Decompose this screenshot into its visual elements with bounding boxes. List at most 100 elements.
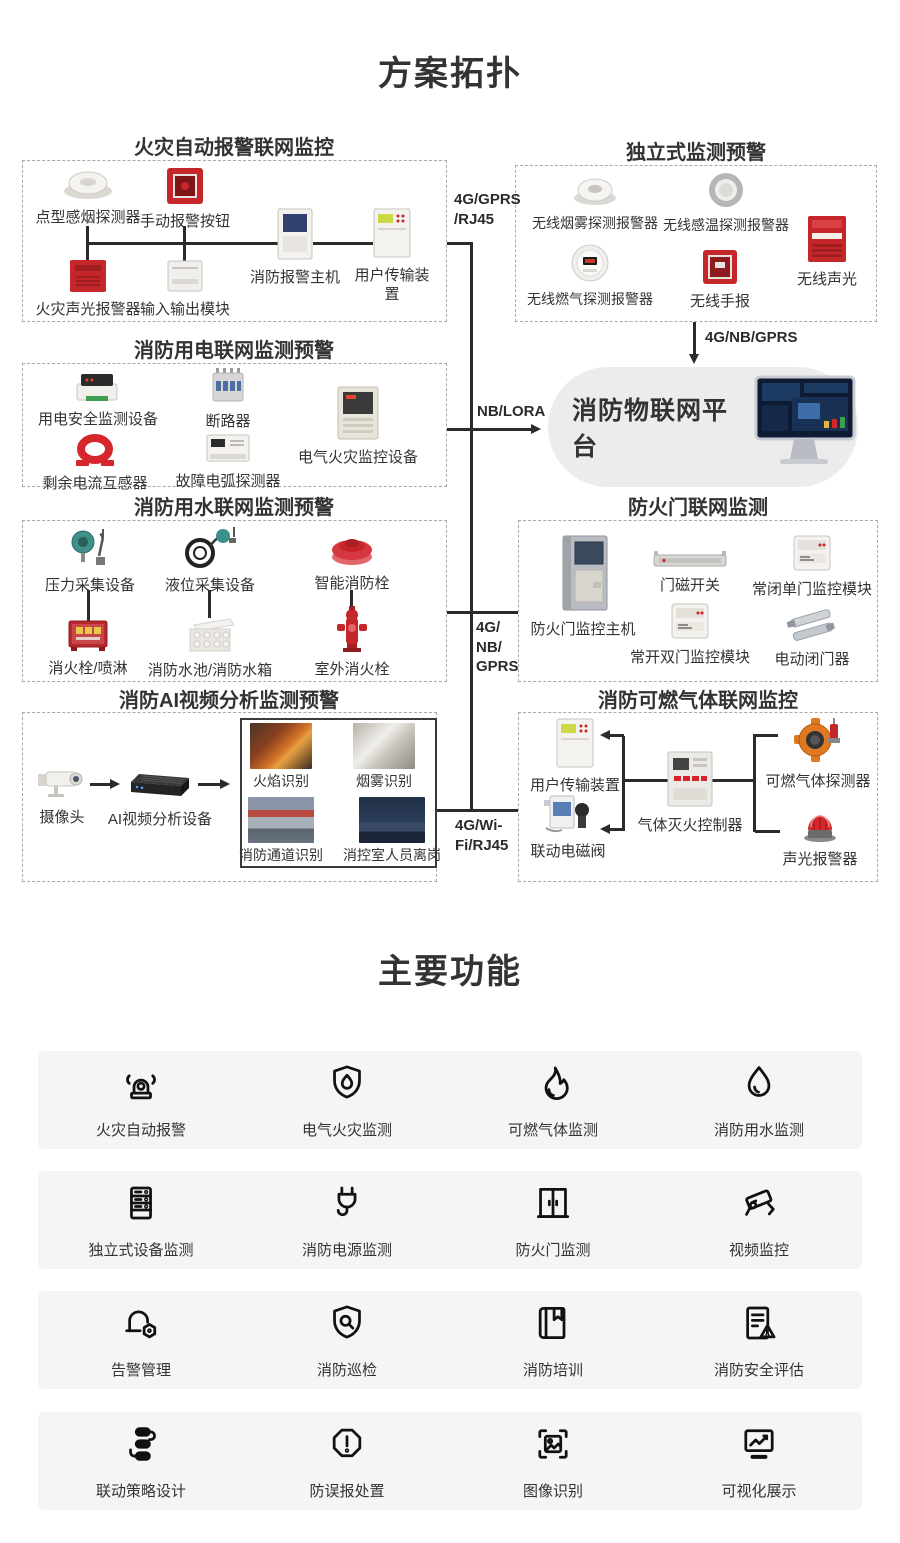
group-box-standalone (515, 165, 877, 322)
feature-false-alarm-handling: 防误报处置 (244, 1412, 450, 1510)
connector-line (624, 779, 668, 782)
feature-row-1: 火灾自动报警 电气火灾监测 可燃气体监测 消防用水监测 (38, 1051, 862, 1149)
device-single-door-module: 常闭单门监控模块 (747, 534, 877, 600)
connector-line (86, 226, 89, 262)
feature-power-monitor: 消防电源监测 (244, 1171, 450, 1269)
arrowhead (110, 779, 120, 789)
double-door-module-icon (669, 602, 711, 645)
device-wireless-sounder: 无线声光 (782, 216, 872, 290)
link-label-line: 4G/Wi- (455, 817, 503, 834)
wireless-manual-icon (703, 250, 737, 289)
device-wireless-heat: 无线感温探测报警器 (656, 172, 796, 235)
device-sound-light-alarm: 声光报警器 (765, 794, 875, 870)
connector-line (447, 428, 531, 431)
link-label-line: GPRS (476, 658, 519, 675)
arrowhead (689, 354, 699, 364)
connector-line (313, 242, 373, 245)
arrowhead (220, 779, 230, 789)
fire-door-host-icon (555, 534, 611, 617)
link-label-water: 4G/ NB/ GPRS (476, 618, 519, 677)
device-hydrant-sign: 消火栓/喷淋 (33, 620, 143, 679)
group-box-fire-door (518, 520, 878, 682)
feature-video-surveillance: 视频监控 (656, 1171, 862, 1269)
feature-water-monitor: 消防用水监测 (656, 1051, 862, 1149)
device-double-door-module: 常开双门监控模块 (625, 602, 755, 668)
water-drop-icon (737, 1061, 781, 1110)
features-section-title: 主要功能 (378, 953, 522, 991)
shield-search-icon (325, 1301, 369, 1350)
device-gas-user-transmission: 用户传输装置 (520, 718, 630, 796)
electric-door-closer-icon (785, 608, 839, 647)
device-power-monitor: 用电安全监测设备 (33, 372, 163, 430)
device-gas-detector: 可燃气体探测器 (758, 716, 878, 792)
fire-alarm-host-icon (277, 208, 313, 265)
pressure-collector-icon (67, 528, 113, 573)
device-user-transmission: 用户传输装置 (352, 208, 432, 305)
link-label-line: 4G/GPRS (454, 191, 521, 208)
sound-light-alarm-icon (800, 794, 840, 847)
device-arc-fault-detector: 故障电弧探测器 (163, 432, 293, 492)
io-module-icon (167, 260, 203, 297)
device-outdoor-hydrant: 室外消火栓 (297, 606, 407, 680)
link-label-line: /RJ45 (454, 210, 495, 228)
arrowhead (600, 730, 610, 740)
ai-tile-smoke: 烟雾识别 (334, 723, 434, 791)
ai-tile-passage: 消防通道识别 (229, 797, 333, 865)
feature-standalone-device-monitor: 独立式设备监测 (38, 1171, 244, 1269)
feature-fire-inspection: 消防巡检 (244, 1291, 450, 1389)
device-wireless-smoke: 无线烟雾探测报警器 (525, 176, 665, 233)
ai-recognition-panel (240, 718, 437, 868)
flame-icon (531, 1061, 575, 1110)
device-ai-analysis-box: AI视频分析设备 (100, 768, 220, 830)
gas-detector-icon (793, 716, 843, 769)
connector-line (90, 783, 110, 786)
feature-row-4: 联动策略设计 防误报处置 图像识别 可视化展示 (38, 1412, 862, 1510)
device-pressure-collector: 压力采集设备 (35, 528, 145, 596)
connector-line (470, 242, 473, 811)
group-title-ai-video: 消防AI视频分析监测预警 (119, 690, 339, 712)
device-electric-door-closer: 电动闭门器 (757, 608, 867, 670)
link-label-standalone: 4G/NB/GPRS (705, 329, 798, 346)
device-smoke-detector: 点型感烟探测器 (33, 170, 143, 228)
smoke-recognition-photo (353, 723, 415, 769)
circuit-breaker-icon (211, 368, 245, 409)
feature-image-recognition: 图像识别 (450, 1412, 656, 1510)
door-magnet-switch-icon (653, 550, 727, 573)
group-title-fire-door: 防火门联网监测 (628, 497, 768, 519)
device-electric-fire-panel: 电气火灾监控设备 (288, 386, 428, 468)
device-fire-door-host: 防火门监控主机 (523, 534, 643, 640)
user-transmission-icon (556, 718, 594, 773)
residual-current-ct-icon (76, 434, 114, 471)
feature-safety-assessment: 消防安全评估 (656, 1291, 862, 1389)
group-title-fire-alarm: 火灾自动报警联网监控 (134, 137, 334, 159)
connector-line (87, 590, 90, 622)
device-gas-extinguish-controller: 气体灭火控制器 (625, 750, 755, 836)
connector-line (447, 242, 473, 245)
connector-line (437, 809, 518, 812)
device-solenoid-valve: 联动电磁阀 (513, 790, 623, 862)
group-box-water (22, 520, 447, 682)
device-camera: 摄像头 (22, 764, 102, 828)
ai-tile-control-room: 消控室人员离岗 (339, 797, 445, 865)
connector-line (693, 322, 696, 354)
group-title-electrical: 消防用电联网监测预警 (134, 340, 334, 362)
chart-monitor-icon (737, 1422, 781, 1471)
feature-fire-training: 消防培训 (450, 1291, 656, 1389)
group-box-gas (518, 712, 878, 882)
connector-line (198, 783, 220, 786)
link-label-fire-alarm: 4G/GPRS /RJ45 (454, 190, 521, 229)
alarm-light-icon (119, 1061, 163, 1110)
device-rack-icon (119, 1181, 163, 1230)
device-manual-call-point: 手动报警按钮 (130, 168, 240, 232)
octagon-alert-icon (325, 1422, 369, 1471)
topology-section-title: 方案拓扑 (378, 55, 522, 93)
cctv-icon (737, 1181, 781, 1230)
shield-flame-icon (325, 1061, 369, 1110)
level-collector-icon (182, 526, 238, 573)
feature-electric-fire-monitor: 电气火灾监测 (244, 1051, 450, 1149)
device-wireless-gas: 无线燃气探测报警器 (515, 244, 665, 309)
connector-line (755, 830, 780, 833)
device-circuit-breaker: 断路器 (183, 368, 273, 432)
device-fire-sounder: 火灾声光报警器 (28, 260, 148, 320)
iot-platform-label: 消防物联网平台 (572, 397, 729, 461)
